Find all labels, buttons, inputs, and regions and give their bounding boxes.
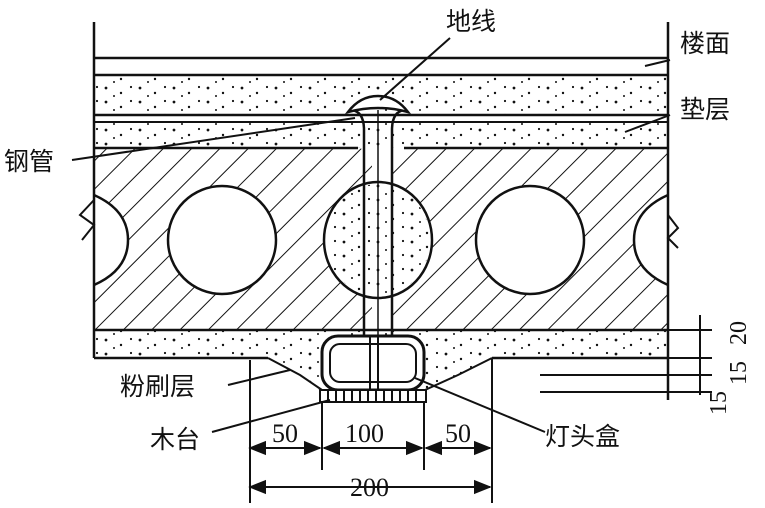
leader-lines — [71, 37, 671, 433]
cushion-layer-label: 垫层 — [680, 95, 730, 124]
ground-weld — [344, 94, 412, 115]
edge-core-right — [632, 193, 669, 287]
plaster-layer-label: 粉刷层 — [120, 372, 195, 401]
vertical-dimensions — [540, 315, 712, 395]
dimension-total-200: 200 — [350, 473, 389, 502]
lamp-box-label: 灯头盒 — [545, 422, 620, 451]
lamp-box — [320, 334, 426, 392]
hollow-core-circle — [474, 184, 586, 296]
floor-surface-label: 楼面 — [680, 29, 730, 58]
cushion-layer-band — [94, 75, 668, 148]
dimension-v-15a: 15 — [726, 361, 752, 385]
hollow-core-circle — [166, 184, 278, 296]
hollow-core-slab — [78, 146, 680, 332]
dimension-right-50: 50 — [445, 419, 471, 448]
steel-pipe-label: 钢管 — [4, 147, 54, 176]
floor-surface-band — [94, 56, 668, 77]
dimension-v-15b: 15 — [706, 391, 732, 415]
wood-base-label: 木台 — [150, 425, 200, 454]
dimension-mid-100: 100 — [345, 419, 384, 448]
horizontal-dimensions — [248, 360, 493, 503]
ground-wire-label: 地线 — [446, 7, 496, 36]
steel-pipe — [344, 94, 412, 345]
dimension-v-20: 20 — [726, 321, 752, 345]
dimension-left-50: 50 — [272, 419, 298, 448]
edge-core-left — [93, 193, 130, 287]
wood-base — [319, 389, 427, 403]
